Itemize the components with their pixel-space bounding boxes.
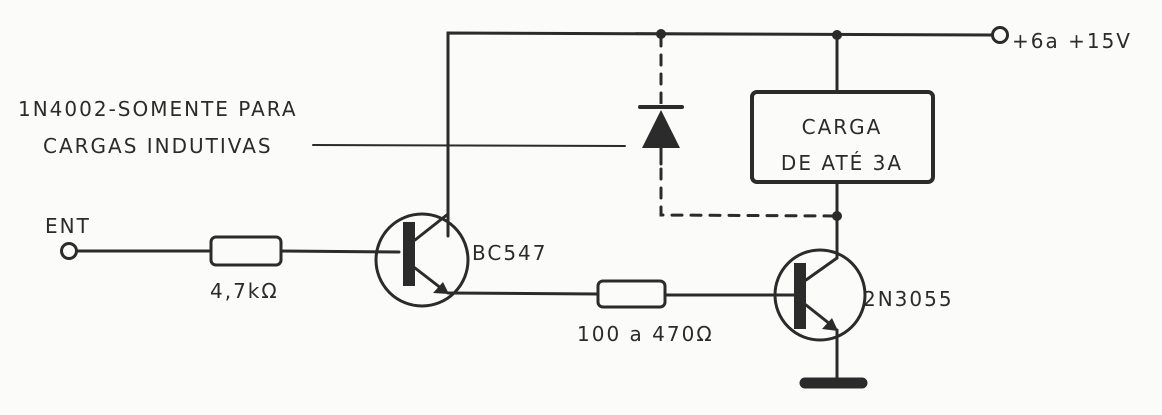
- diode-leader-line: [312, 144, 626, 147]
- 2n3055-base-bar: [794, 263, 806, 329]
- wire: [446, 291, 600, 296]
- input-label: ENT: [45, 214, 91, 238]
- supply-terminal: [991, 26, 1009, 44]
- resistor-r1: [209, 235, 283, 267]
- emitter-arrow-icon: [433, 282, 449, 294]
- diode-note-line1: 1N4002-SOMENTE PARA: [18, 97, 298, 121]
- load-label-line1: CARGA: [802, 115, 883, 139]
- bc547-collector: [413, 212, 450, 242]
- junction-dot: [656, 29, 666, 39]
- q1-label: BC547: [472, 241, 548, 265]
- 2n3055-collector: [804, 256, 839, 282]
- emitter-arrow-icon: [822, 318, 838, 331]
- resistor-r2: [596, 279, 667, 309]
- transistor-2n3055: [773, 248, 867, 342]
- r1-label: 4,7kΩ: [210, 279, 279, 303]
- transistor-bc547: [374, 212, 470, 308]
- supply-rail: [446, 31, 994, 238]
- diode-icon: [642, 110, 680, 148]
- supply-label: +6a +15V: [1012, 29, 1132, 53]
- junction-dot: [832, 211, 842, 221]
- input-terminal[interactable]: [60, 242, 78, 260]
- diode-note-line2: CARGAS INDUTIVAS: [43, 134, 273, 158]
- bc547-base-bar: [403, 222, 415, 286]
- diode-dashed-wire: [659, 34, 837, 218]
- wire: [279, 249, 401, 254]
- r2-label: 100 a 470Ω: [577, 322, 714, 346]
- load-box: [750, 90, 935, 184]
- q2-label: 2N3055: [863, 287, 954, 311]
- load-label-line2: DE ATÉ 3A: [781, 151, 903, 175]
